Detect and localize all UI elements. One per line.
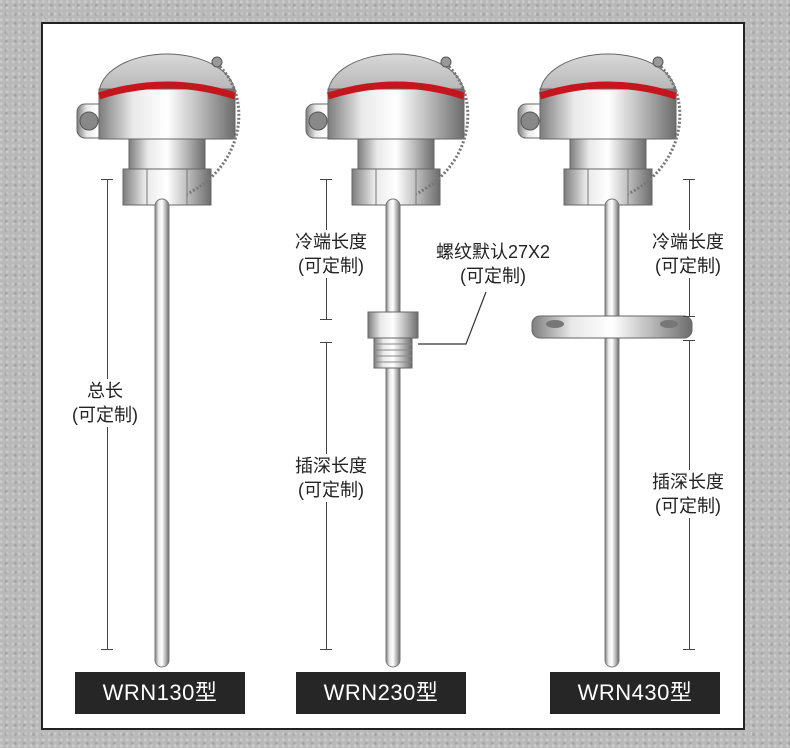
- dimension-cap: [101, 649, 113, 650]
- dimension-cap: [320, 649, 332, 650]
- dimension-cap: [683, 649, 695, 650]
- cold-end-label: 冷端长度 (可定制): [638, 230, 738, 278]
- total-length-label: 总长 (可定制): [65, 379, 145, 427]
- dimension-cap: [683, 316, 695, 317]
- insertion-depth-label: 插深长度 (可定制): [281, 454, 381, 502]
- model-label: WRN130型: [75, 672, 245, 714]
- product-wrn230: 冷端长度 (可定制) 插深长度 (可定制) 螺纹默认27X2 (可定制) WRN…: [276, 24, 550, 728]
- thread-fitting-icon: [367, 311, 419, 369]
- dimension-cap: [320, 319, 332, 320]
- dimension-cap: [683, 340, 695, 341]
- dimension-cap: [683, 179, 695, 180]
- thread-note: 螺纹默认27X2 (可定制): [435, 242, 551, 286]
- product-frame: 总长 (可定制) WRN130型 冷端长度 (可定制): [41, 22, 745, 730]
- product-wrn130: 总长 (可定制) WRN130型: [45, 24, 275, 728]
- dimension-cap: [320, 342, 332, 343]
- thermocouple-head-icon: [510, 24, 693, 668]
- thermocouple-head-icon: [276, 24, 487, 668]
- dimension-cap: [101, 179, 113, 180]
- model-label: WRN430型: [550, 672, 720, 714]
- cold-end-label: 冷端长度 (可定制): [281, 230, 381, 278]
- dimension-cap: [320, 179, 332, 180]
- thermocouple-head-icon: [45, 24, 275, 668]
- insertion-depth-label: 插深长度 (可定制): [638, 470, 738, 518]
- product-wrn430: 冷端长度 (可定制) 插深长度 (可定制) WRN430型: [510, 24, 740, 728]
- model-label: WRN230型: [296, 672, 466, 714]
- flange-icon: [531, 315, 693, 339]
